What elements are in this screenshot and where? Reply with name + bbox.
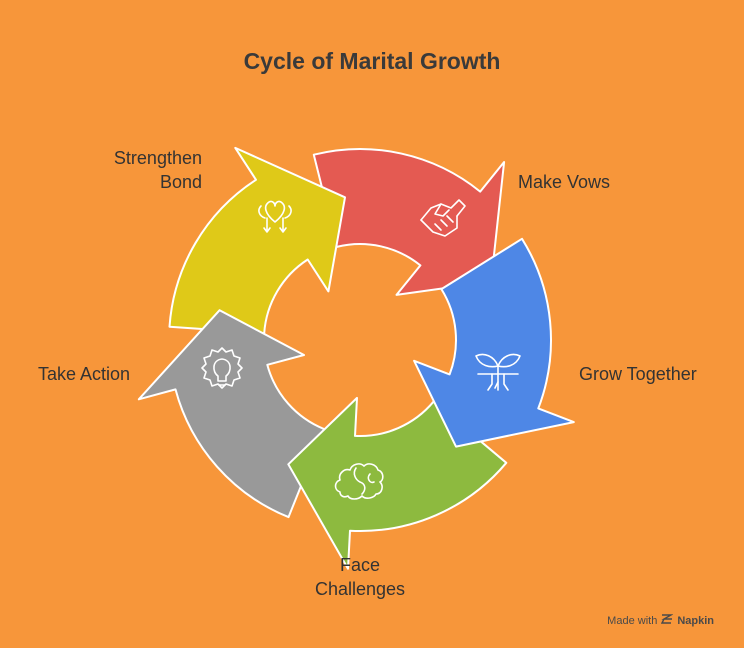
handshake-icon [420, 199, 466, 237]
segment-face-challenges [137, 309, 325, 519]
label-take-action: Take Action [38, 364, 131, 384]
label-make-vows: Make Vows [518, 172, 611, 192]
heart-arrows-icon [258, 200, 292, 233]
sprout-icon [475, 353, 521, 391]
segment-make-vows [413, 237, 575, 448]
label-strengthen-line2: Bond [159, 172, 202, 192]
label-grow-together: Grow Together [579, 364, 697, 384]
napkin-credit: Made with Napkin [607, 614, 714, 627]
diagram-title: Cycle of Marital Growth [243, 48, 501, 74]
napkin-logo-icon [661, 614, 674, 627]
segment-grow-together [287, 396, 508, 570]
brain-icon [334, 463, 384, 500]
segment-strengthen-bond [312, 148, 506, 296]
segment-take-action [168, 146, 346, 335]
cycle-icons [201, 199, 521, 500]
label-face-challenges: Face Challenges [290, 553, 430, 601]
label-strengthen-bond: Strengthen Bond [72, 146, 202, 194]
brand-text: Napkin [677, 614, 714, 627]
label-face-line2: Challenges [314, 579, 406, 599]
cycle-segments [137, 146, 575, 570]
label-strengthen-line1: Strengthen [113, 148, 202, 168]
label-face-line1: Face [339, 555, 381, 575]
made-with-text: Made with [607, 614, 658, 627]
lightbulb-gear-icon [201, 347, 243, 389]
